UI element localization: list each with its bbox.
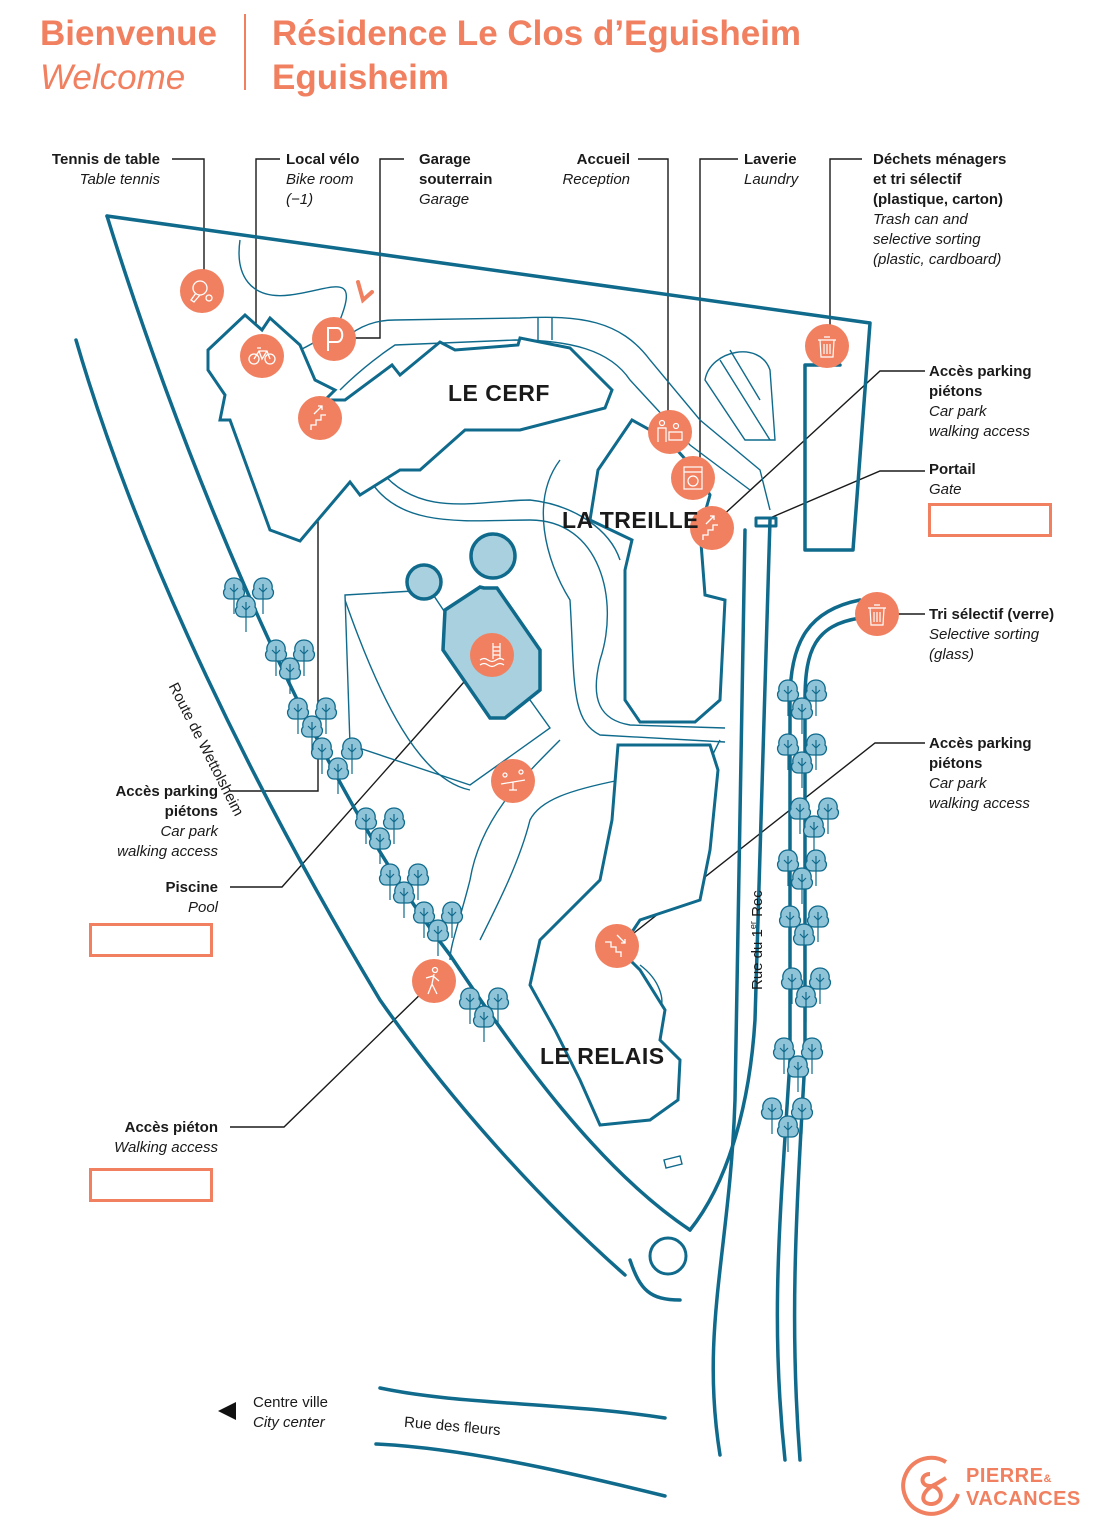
- tree-icon: [278, 657, 302, 695]
- tree-icon: [786, 1055, 810, 1093]
- trash-icon[interactable]: [855, 592, 899, 636]
- welcome-en: Welcome: [40, 58, 186, 97]
- label-laundry: Laverie Laundry: [744, 151, 799, 188]
- label-car-park-access-1: Accès parking piétons Car park walking a…: [929, 363, 1032, 440]
- gate-code-box: [928, 503, 1052, 537]
- stairs-up-icon[interactable]: [298, 396, 342, 440]
- label-car-park-access-3: Accès parking piétons Car park walking a…: [115, 783, 218, 860]
- callout-lines: [172, 158, 925, 1128]
- building-label-le-relais: LE RELAIS: [540, 1043, 665, 1069]
- label-trash: Déchets ménagers et tri sélectif (plasti…: [873, 151, 1007, 268]
- label-glass-sorting: Tri sélectif (verre) Selective sorting (…: [929, 606, 1055, 663]
- tree-icon: [790, 751, 814, 789]
- swimming-pool: [405, 532, 542, 720]
- washing-machine-icon[interactable]: [671, 456, 715, 500]
- amenity-icons: [180, 269, 899, 1003]
- tree-icon: [392, 881, 416, 919]
- parking-icon[interactable]: [312, 317, 356, 361]
- building-label-le-cerf: LE CERF: [448, 380, 550, 406]
- bicycle-icon[interactable]: [240, 334, 284, 378]
- tree-icon: [776, 1115, 800, 1153]
- garage-entrance-arrow-icon: [356, 280, 374, 304]
- building-le-cerf: [206, 312, 614, 543]
- pedestrian-icon[interactable]: [412, 959, 456, 1003]
- welcome-fr: Bienvenue: [40, 14, 217, 53]
- welcome-heading: Bienvenue Welcome: [40, 12, 217, 100]
- walking-access-code-box: [89, 1168, 213, 1202]
- residence-town: Eguisheim: [272, 58, 449, 97]
- seesaw-icon[interactable]: [491, 759, 535, 803]
- stairs-down-icon[interactable]: [595, 924, 639, 968]
- tree-icon: [234, 595, 258, 633]
- stairs-up-icon[interactable]: [690, 506, 734, 550]
- brand-name: PIERRE& VACANCES: [966, 1465, 1081, 1510]
- street-rue-du-1er-rec: Rue du 1er Rec: [748, 890, 766, 990]
- city-center-label: Centre ville City center: [253, 1394, 329, 1431]
- label-bike-room: Local vélo Bike room (−1): [286, 151, 360, 208]
- residence-heading: Résidence Le Clos d’Eguisheim Eguisheim: [272, 12, 801, 100]
- label-reception: Accueil Reception: [562, 151, 630, 188]
- tree-icon: [472, 1005, 496, 1043]
- tree-icon: [368, 827, 392, 865]
- tree-icon: [794, 985, 818, 1023]
- label-pool: Piscine Pool: [165, 879, 218, 916]
- label-gate: Portail Gate: [929, 461, 976, 498]
- tree-icon: [792, 923, 816, 961]
- label-car-park-access-2: Accès parking piétons Car park walking a…: [929, 735, 1032, 812]
- left-triangle-icon: [218, 1402, 236, 1420]
- tree-icon: [790, 697, 814, 735]
- header-divider: [244, 14, 246, 90]
- label-table-tennis: Tennis de table Table tennis: [51, 151, 160, 188]
- pool-code-box: [89, 923, 213, 957]
- tree-icon: [790, 867, 814, 905]
- building-label-la-treille: LA TREILLE: [562, 507, 700, 533]
- ping-pong-icon[interactable]: [180, 269, 224, 313]
- residence-name: Résidence Le Clos d’Eguisheim: [272, 14, 802, 53]
- reception-desk-icon[interactable]: [648, 410, 692, 454]
- label-walking-access: Accès piéton Walking access: [114, 1119, 218, 1156]
- trash-icon[interactable]: [805, 324, 849, 368]
- pool-ladder-icon[interactable]: [470, 633, 514, 677]
- pierre-vacances-logo: [901, 1455, 960, 1516]
- label-garage: Garage souterrain Garage: [419, 151, 493, 208]
